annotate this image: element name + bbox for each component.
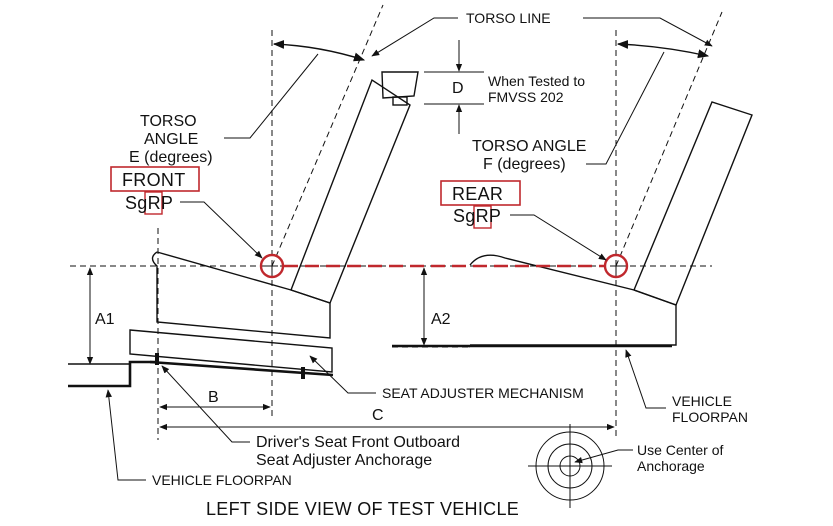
rear-sgrp-label: SgRP (453, 206, 501, 226)
b-label: B (208, 389, 219, 406)
view-title: LEFT SIDE VIEW OF TEST VEHICLE (206, 499, 519, 519)
a1-label: A1 (95, 311, 115, 328)
rear-torso-line (615, 11, 723, 267)
front-label: FRONT (122, 170, 186, 190)
use-center-leader (574, 449, 633, 464)
use-center-line2: Anchorage (637, 458, 705, 474)
rear-label-box (440, 180, 521, 206)
anchorage-line2: Seat Adjuster Anchorage (256, 452, 432, 469)
torso-angle-e-arc (272, 39, 366, 62)
front-headrest (381, 71, 419, 99)
front-torso-line (271, 4, 384, 267)
d-label: D (452, 80, 464, 97)
when-tested-line2: FMVSS 202 (488, 89, 564, 105)
front-sgrp-r-box (144, 191, 163, 215)
torso-angle-e-line2: ANGLE (144, 131, 198, 148)
front-seat-back (290, 78, 411, 304)
torso-angle-e-line3: E (degrees) (129, 149, 213, 166)
front-floorpan (68, 360, 157, 388)
use-center-line1: Use Center of (637, 442, 723, 458)
a2-label: A2 (431, 311, 451, 328)
anchorage-leader (161, 365, 250, 443)
front-sgrp-crosshair (266, 260, 278, 272)
front-sgrp-circle (259, 253, 285, 279)
rear-floor-riser (468, 344, 672, 348)
adjuster-bolt-rear (301, 367, 305, 379)
torso-angle-f-arc (616, 39, 710, 59)
torso-angle-e-line1: TORSO (140, 113, 197, 130)
anchorage-line1: Driver's Seat Front Outboard (256, 434, 460, 451)
rear-sgrp-r-box (473, 205, 492, 229)
rear-sgrp-leader (510, 214, 607, 261)
rear-sgrp-crosshair (610, 260, 622, 272)
torso-angle-f-line2: F (degrees) (483, 156, 566, 173)
torso-angle-e-leader (224, 53, 319, 139)
rear-sgrp-circle (603, 253, 629, 279)
torso-line-label: TORSO LINE (466, 10, 551, 26)
seat-adjuster-leader (309, 355, 376, 394)
rear-seat-cushion (469, 254, 677, 346)
rear-label: REAR (452, 184, 503, 204)
torso-line-leader-left (371, 17, 458, 57)
front-label-box (110, 166, 200, 192)
vehicle-floorpan-right-line2: FLOORPAN (672, 409, 748, 425)
vehicle-floorpan-left-label: VEHICLE FLOORPAN (152, 472, 292, 488)
vehicle-floorpan-right-line1: VEHICLE (672, 393, 732, 409)
when-tested-line1: When Tested to (488, 73, 585, 89)
c-label: C (372, 407, 384, 424)
front-sgrp-leader (180, 201, 263, 259)
headrest-post (392, 96, 408, 106)
vehicle-floorpan-right-leader (625, 349, 666, 409)
torso-angle-f-leader (586, 51, 665, 165)
anchorage-center-symbol (528, 424, 612, 508)
torso-angle-f-line1: TORSO ANGLE (472, 138, 586, 155)
torso-line-leader-right (583, 17, 713, 47)
front-sgrp-label: SgRP (125, 193, 173, 213)
vehicle-floorpan-left-leader (105, 389, 146, 481)
adjuster-bolt-front (155, 353, 159, 365)
front-seat-cushion (151, 251, 331, 339)
seat-adjuster-label: SEAT ADJUSTER MECHANISM (382, 385, 584, 401)
rear-seat-back (633, 101, 753, 306)
front-seat-base (129, 329, 333, 373)
